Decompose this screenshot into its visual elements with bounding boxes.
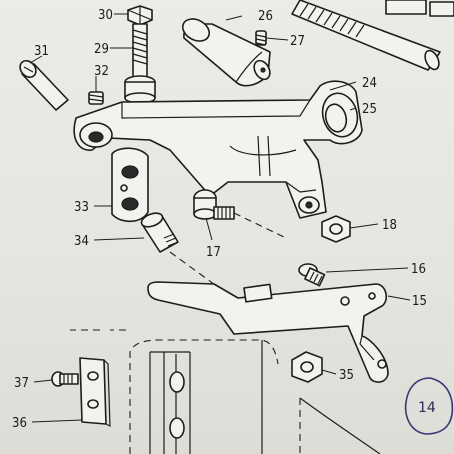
part-31-pin (19, 59, 69, 111)
label-part-26: 26 (258, 9, 273, 24)
label-part-37: 37 (14, 376, 29, 391)
part-26-shaft-pin (181, 18, 271, 87)
label-part-25: 25 (362, 102, 377, 117)
label-part-27: 27 (290, 34, 305, 49)
part-30-hex-nut (127, 5, 153, 26)
part-17-stepped-screw (193, 189, 287, 239)
label-part-30: 30 (98, 8, 113, 23)
lower-housing (149, 340, 381, 454)
part-18-hex-nut (321, 215, 351, 243)
part-37-screw (51, 371, 79, 387)
part-16-screw (298, 263, 326, 287)
label-part-33: 33 (74, 200, 89, 215)
part-32-small-screw (88, 91, 104, 105)
label-part-18: 18 (382, 218, 397, 233)
label-part-35: 35 (339, 368, 354, 383)
leader-lines (29, 13, 411, 423)
label-part-24: 24 (362, 76, 377, 91)
part-15-bracket-plate (147, 281, 389, 383)
circled-part-14: 14 (404, 377, 454, 435)
assembly-dashed-outline (70, 329, 301, 454)
label-part-36: 36 (12, 416, 27, 431)
part-36-mounting-plate (79, 357, 111, 427)
part-29-screw (124, 23, 156, 104)
label-part-15: 15 (412, 294, 427, 309)
label-part-16: 16 (411, 262, 426, 277)
label-part-14: 14 (418, 400, 436, 416)
label-part-31: 31 (34, 44, 49, 59)
part-27-set-screw (255, 30, 267, 46)
part-24-main-arm (73, 80, 363, 219)
label-part-32: 32 (94, 64, 109, 79)
label-part-17: 17 (206, 245, 221, 260)
label-part-34: 34 (74, 234, 89, 249)
part-35-hex-nut (291, 351, 323, 383)
spring-rod-assembly (291, 0, 454, 71)
label-part-29: 29 (94, 42, 109, 57)
part-33-clamp-block (111, 147, 149, 223)
